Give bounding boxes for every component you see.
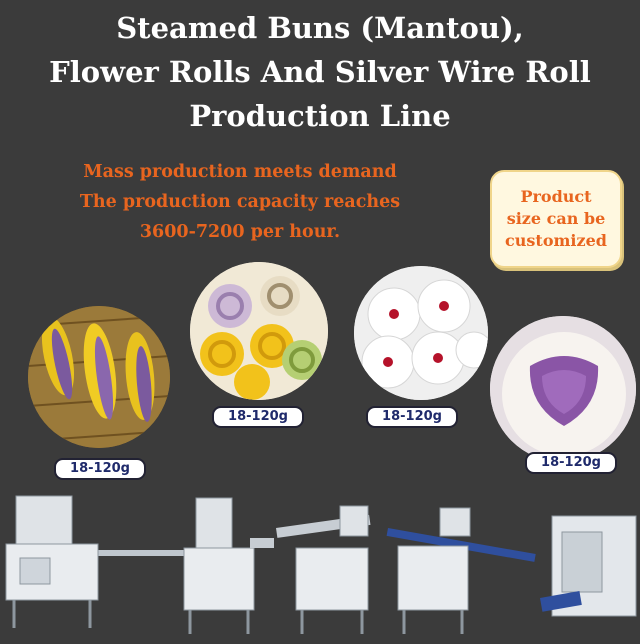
badge-line-1: Product — [520, 187, 592, 206]
flower-rolls-illustration — [190, 262, 328, 400]
page-title: Steamed Buns (Mantou), Flower Rolls And … — [0, 6, 640, 138]
production-line-illustration — [5, 495, 637, 634]
twisted-rolls-image — [28, 306, 170, 448]
title-line-1: Steamed Buns (Mantou), — [116, 11, 524, 45]
production-line-machines — [0, 488, 640, 640]
title-line-3: Production Line — [189, 99, 451, 133]
weight-label-4: 18-120g — [525, 452, 617, 474]
badge-line-2: size can be — [506, 209, 606, 228]
title-line-2: Flower Rolls And Silver Wire Roll — [49, 55, 591, 89]
weight-label-3: 18-120g — [366, 406, 458, 428]
weight-label-1: 18-120g — [54, 458, 146, 480]
tagline-line-1: Mass production meets demand — [83, 162, 397, 182]
filled-buns-image — [354, 266, 488, 400]
taro-bun-illustration — [490, 316, 636, 462]
weight-label-2: 18-120g — [212, 406, 304, 428]
filled-buns-illustration — [354, 266, 488, 400]
tagline: Mass production meets demand The product… — [30, 157, 450, 247]
tagline-line-3: 3600-7200 per hour. — [139, 222, 341, 242]
tagline-line-2: The production capacity reaches — [79, 192, 401, 212]
taro-bun-image — [490, 316, 636, 462]
flower-rolls-image — [190, 262, 328, 400]
twisted-rolls-illustration — [28, 306, 170, 448]
customize-badge: Product size can be customized — [490, 170, 622, 268]
badge-line-3: customized — [505, 231, 607, 250]
